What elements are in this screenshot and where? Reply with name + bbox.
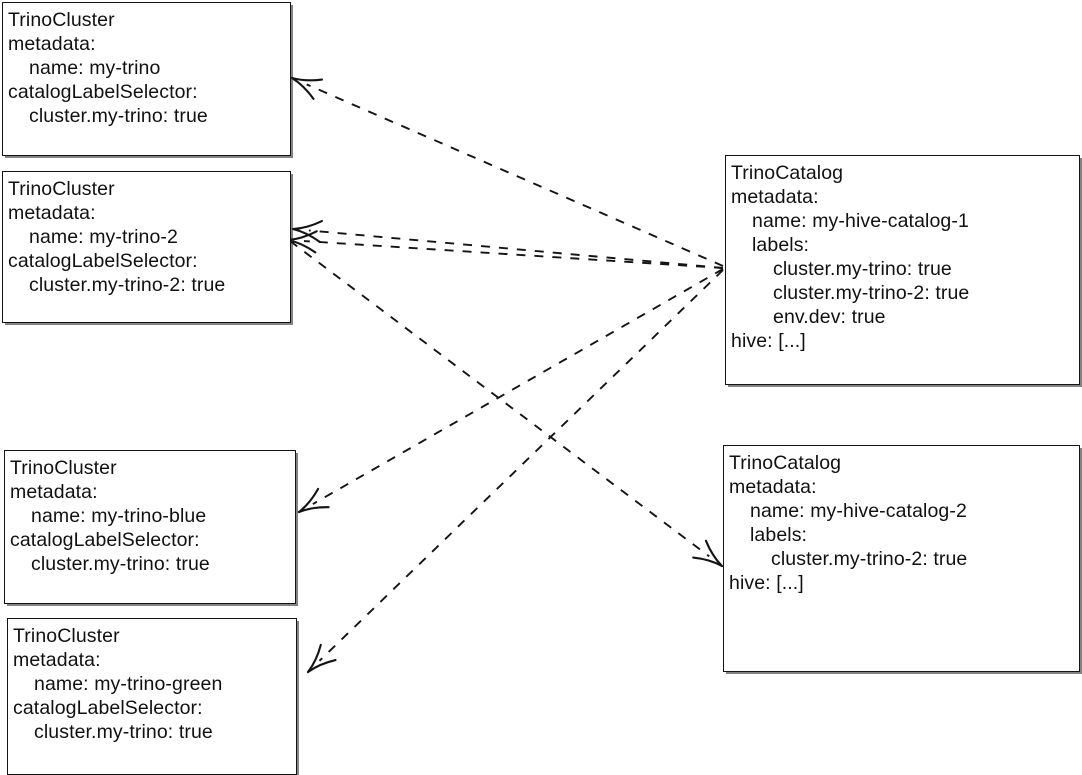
edge-shaft — [303, 240, 724, 269]
node-kind-label: TrinoCluster — [8, 9, 115, 31]
edge-catalog1-to-my-trino — [290, 76, 724, 267]
node-text-line: catalogLabelSelector: — [8, 250, 198, 272]
node-text-line: name: my-trino-green — [34, 673, 223, 695]
edge-catalog2-to-my-trino-2 — [286, 230, 724, 269]
node-text-line: name: my-trino — [29, 57, 161, 79]
node-text-line: name: my-hive-catalog-1 — [752, 210, 969, 232]
node-kind-label: TrinoCatalog — [729, 452, 842, 474]
arrowhead-barb-1 — [291, 227, 322, 244]
node-text-line: cluster.my-trino: true — [29, 105, 208, 127]
node-text-line: name: my-trino-blue — [31, 505, 207, 527]
arrowhead-barb-0 — [297, 487, 320, 514]
arrowhead-barb-1 — [297, 506, 330, 514]
node-kind-label: TrinoCluster — [13, 625, 120, 647]
arrowhead-barb-1 — [704, 539, 724, 568]
arrowhead-barb-0 — [306, 643, 322, 674]
node-text-line: name: my-trino-2 — [29, 226, 178, 248]
node-text-line: metadata: — [13, 649, 101, 671]
arrowhead-barb-0 — [291, 219, 323, 231]
node-text-line: labels: — [752, 234, 810, 256]
edge-shaft — [312, 268, 724, 505]
edge-shaft — [289, 240, 710, 558]
node-text-line: cluster.my-trino: true — [34, 721, 213, 743]
node-text-line: cluster.my-trino: true — [31, 553, 210, 575]
node-text-line: env.dev: true — [773, 306, 886, 328]
node-text-line: metadata: — [731, 186, 819, 208]
node-text-line: cluster.my-trino: true — [773, 258, 952, 280]
node-text-line: hive: [...] — [731, 330, 806, 352]
node-text-line: metadata: — [10, 481, 98, 503]
arrowhead-barb-0 — [692, 556, 724, 568]
node-text-line: metadata: — [729, 476, 817, 498]
node-text-line: cluster.my-trino-2: true — [773, 282, 970, 304]
node-kind-label: TrinoCatalog — [731, 162, 844, 184]
edge-shaft — [318, 269, 724, 662]
node-text-line: cluster.my-trino-2: true — [771, 548, 968, 570]
node-text-line: catalogLabelSelector: — [13, 697, 203, 719]
node-text-line: metadata: — [8, 33, 96, 55]
node-text-line: catalogLabelSelector: — [10, 529, 200, 551]
node-text-line: catalogLabelSelector: — [8, 81, 198, 103]
node-text-line: labels: — [750, 524, 808, 546]
edge-shaft — [308, 229, 724, 269]
arrowhead-barb-0 — [286, 230, 318, 242]
arrowhead-barb-0 — [290, 76, 324, 82]
arrowhead-barb-1 — [306, 659, 337, 674]
node-kind-label: TrinoCluster — [8, 178, 115, 200]
edge-catalog1-to-my-trino-blue — [297, 268, 724, 514]
edge-catalog1-to-my-trino-2 — [291, 219, 724, 269]
node-text-line: cluster.my-trino-2: true — [29, 274, 226, 296]
edge-shaft — [306, 83, 724, 267]
arrowhead-barb-1 — [290, 76, 315, 100]
node-text-line: metadata: — [8, 202, 96, 224]
node-text-line: hive: [...] — [729, 572, 804, 594]
edge-my-trino-2-to-catalog2 — [289, 240, 724, 568]
node-kind-label: TrinoCluster — [10, 457, 117, 479]
node-text-line: name: my-hive-catalog-2 — [750, 500, 967, 522]
edge-catalog1-to-my-trino-green — [306, 269, 724, 674]
arrowhead-barb-1 — [286, 238, 317, 254]
